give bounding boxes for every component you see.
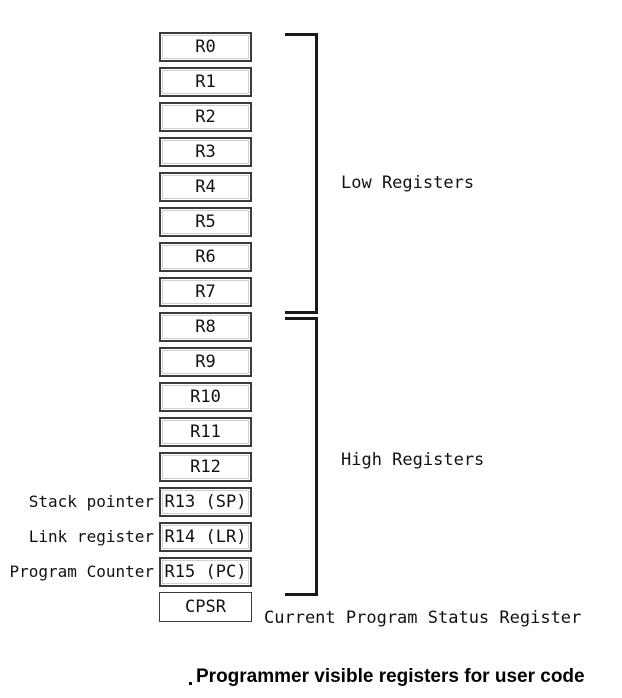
figure-caption: Programmer visible registers for user co…: [196, 666, 585, 687]
register-name: R9: [195, 351, 216, 372]
high-registers-caption: High Registers: [341, 450, 485, 470]
register-row: R5: [159, 207, 252, 237]
register-box-r1: R1: [159, 67, 252, 97]
link-register-label: Link register: [28, 527, 154, 546]
register-box-r0: R0: [159, 32, 252, 62]
register-name: R11: [190, 421, 221, 442]
register-row: R0: [159, 32, 252, 62]
register-name: R5: [195, 211, 216, 232]
register-row: R2: [159, 102, 252, 132]
program-counter-label: Program Counter: [9, 562, 155, 581]
register-name: R2: [195, 106, 216, 127]
stack-pointer-label: Stack pointer: [28, 492, 154, 511]
register-name: R3: [195, 141, 216, 162]
register-name: R10: [190, 386, 221, 407]
register-box-r13: R13 (SP): [159, 487, 252, 517]
register-box-r7: R7: [159, 277, 252, 307]
register-box-r15: R15 (PC): [159, 557, 252, 587]
register-name: R4: [195, 176, 216, 197]
register-row: R13 (SP) Stack pointer: [29, 487, 252, 517]
register-box-r8: R8: [159, 312, 252, 342]
register-name: R12: [190, 456, 221, 477]
register-box-r10: R10: [159, 382, 252, 412]
register-box-r14: R14 (LR): [159, 522, 252, 552]
register-row: R12: [159, 452, 252, 482]
register-name: R0: [195, 36, 216, 57]
register-row: R9: [159, 347, 252, 377]
register-box-r9: R9: [159, 347, 252, 377]
register-box-r3: R3: [159, 137, 252, 167]
low-registers-bracket: [285, 33, 318, 314]
register-row: R1: [159, 67, 252, 97]
register-row: R7: [159, 277, 252, 307]
register-column: R0 R1 R2 R3: [10, 32, 252, 627]
register-box-r2: R2: [159, 102, 252, 132]
register-row: R8: [159, 312, 252, 342]
register-name: R13 (SP): [164, 491, 247, 512]
register-row: R15 (PC) Program Counter: [10, 557, 252, 587]
register-name: R7: [195, 281, 216, 302]
register-name: R14 (LR): [164, 526, 247, 547]
register-box-r6: R6: [159, 242, 252, 272]
register-box-r11: R11: [159, 417, 252, 447]
register-box-cpsr: CPSR: [159, 592, 252, 622]
high-registers-bracket: [285, 317, 318, 596]
register-row: R14 (LR) Link register: [29, 522, 252, 552]
register-row: R3: [159, 137, 252, 167]
register-box-r5: R5: [159, 207, 252, 237]
register-name: R6: [195, 246, 216, 267]
low-registers-caption: Low Registers: [341, 173, 475, 193]
register-row: R6: [159, 242, 252, 272]
register-row: R4: [159, 172, 252, 202]
cpsr-expansion-label: Current Program Status Register: [264, 608, 582, 628]
register-row: R11: [159, 417, 252, 447]
register-name: R15 (PC): [164, 561, 247, 582]
register-box-r12: R12: [159, 452, 252, 482]
register-row: R10: [159, 382, 252, 412]
caption-marker-dot: [189, 682, 192, 685]
register-name: R1: [195, 71, 216, 92]
register-name: CPSR: [185, 596, 226, 617]
register-box-r4: R4: [159, 172, 252, 202]
register-name: R8: [195, 316, 216, 337]
register-row: CPSR: [159, 592, 252, 622]
